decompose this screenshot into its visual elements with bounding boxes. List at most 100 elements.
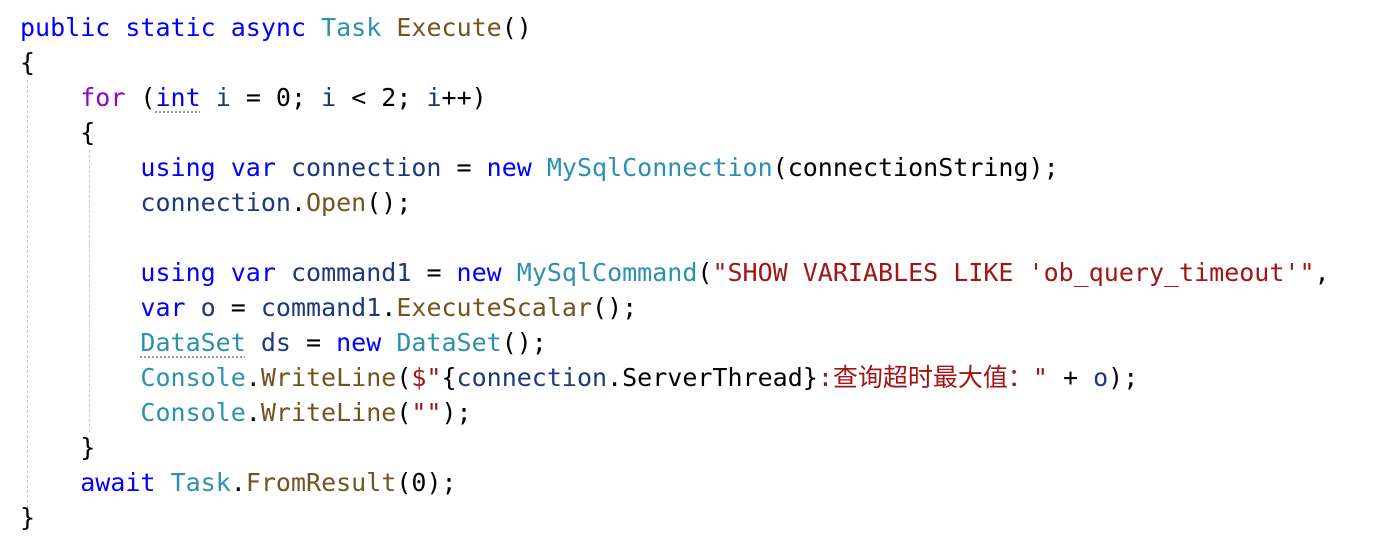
code-token-plain: . <box>245 398 261 427</box>
code-line-6[interactable]: connection.Open(); <box>20 185 411 220</box>
code-token-plain: = 0; <box>230 83 322 112</box>
code-token-plain <box>306 13 321 42</box>
code-token-plain <box>276 153 291 182</box>
code-token-plain <box>502 258 517 287</box>
code-token-identifier: ds <box>260 328 291 357</box>
code-token-plain <box>20 258 140 287</box>
code-token-method: WriteLine <box>260 363 397 392</box>
code-token-plain <box>216 153 231 182</box>
code-token-keyword: new <box>456 258 502 287</box>
code-line-9[interactable]: var o = command1.ExecuteScalar(); <box>20 290 637 325</box>
code-token-plain <box>216 13 231 42</box>
code-token-keyword: await <box>80 468 156 497</box>
code-token-plain: , <box>1314 258 1330 287</box>
code-token-method: WriteLine <box>260 398 397 427</box>
code-token-identifier: o <box>200 293 216 322</box>
code-token-keyword: var <box>230 153 276 182</box>
code-token-plain: = <box>441 153 487 182</box>
code-token-plain: } <box>20 433 96 462</box>
code-line-5[interactable]: using var connection = new MySqlConnecti… <box>20 150 1059 185</box>
code-token-plain: ( <box>697 258 713 287</box>
code-token-plain: { <box>441 363 457 392</box>
code-token-plain: ( <box>396 363 412 392</box>
code-token-keyword: static <box>125 13 216 42</box>
code-token-plain: ); <box>1028 153 1059 182</box>
code-token-plain: { <box>20 48 36 77</box>
code-token-string: $" <box>411 363 442 392</box>
code-token-plain: (); <box>366 188 412 217</box>
code-token-identifier: connection <box>140 188 291 217</box>
code-token-plain <box>186 293 201 322</box>
code-token-plain: . <box>381 293 397 322</box>
code-token-string: "SHOW VARIABLES LIKE 'ob_query_timeout'" <box>712 258 1315 287</box>
code-token-type: Console <box>140 363 246 392</box>
code-token-plain <box>110 13 125 42</box>
indent-guide-loop <box>89 150 90 432</box>
code-line-8[interactable]: using var command1 = new MySqlCommand("S… <box>20 255 1330 290</box>
code-token-plain <box>532 153 547 182</box>
code-token-identifier: connection <box>290 153 442 182</box>
code-line-4[interactable]: { <box>20 115 95 150</box>
code-token-keyword: var <box>140 293 186 322</box>
code-token-identifier: command1 <box>260 293 382 322</box>
code-line-14[interactable]: await Task.FromResult(0); <box>20 465 457 500</box>
code-token-plain: ); <box>441 398 472 427</box>
code-token-plain <box>216 258 231 287</box>
code-token-plain <box>381 328 396 357</box>
code-token-type: Task <box>321 13 382 42</box>
code-token-type: Console <box>140 398 246 427</box>
code-token-plain: . <box>290 188 306 217</box>
code-token-plain: < 2; <box>336 83 427 112</box>
code-line-2[interactable]: { <box>20 45 35 80</box>
code-token-plain <box>155 468 170 497</box>
code-token-method: Execute <box>396 13 502 42</box>
code-token-plain: . <box>607 363 623 392</box>
code-token-identifier: o <box>1093 363 1109 392</box>
code-token-plain: = <box>290 328 337 357</box>
code-token-identifier: i <box>321 83 337 112</box>
code-token-string: "" <box>411 398 442 427</box>
code-token-keyword: using <box>140 153 216 182</box>
code-token-plain <box>20 328 140 357</box>
code-token-keyword: async <box>230 13 307 42</box>
code-line-15[interactable]: } <box>20 500 35 535</box>
code-token-keyword: int <box>155 83 201 112</box>
code-token-plain <box>276 258 291 287</box>
code-token-method: ExecuteScalar <box>396 293 593 322</box>
code-token-keyword: new <box>336 328 382 357</box>
code-token-keyword: public <box>20 13 111 42</box>
code-token-plain <box>201 83 216 112</box>
code-token-type: Task <box>170 468 231 497</box>
code-token-plain: } <box>802 363 818 392</box>
code-line-3[interactable]: for (int i = 0; i < 2; i++) <box>20 80 486 115</box>
code-token-identifier: i <box>215 83 231 112</box>
indent-guide-method <box>27 80 28 508</box>
code-token-type: MySqlConnection <box>546 153 773 182</box>
code-line-10[interactable]: DataSet ds = new DataSet(); <box>20 325 546 360</box>
code-token-control: for <box>80 83 126 112</box>
code-token-plain: ServerThread <box>622 363 803 392</box>
code-line-12[interactable]: Console.WriteLine(""); <box>20 395 472 430</box>
code-token-plain <box>20 398 140 427</box>
code-token-plain: connectionString <box>787 153 1029 182</box>
code-token-method: FromResult <box>245 468 397 497</box>
code-token-plain: = <box>411 258 457 287</box>
code-token-plain: . <box>230 468 246 497</box>
code-token-type: MySqlCommand <box>516 258 698 287</box>
code-token-plain: (0); <box>396 468 457 497</box>
code-token-plain <box>20 188 140 217</box>
code-token-plain: . <box>245 363 261 392</box>
code-token-plain: () <box>501 13 532 42</box>
code-token-plain <box>20 153 140 182</box>
code-token-string: :查询超时最大值：" <box>817 363 1048 392</box>
code-token-keyword: var <box>230 258 276 287</box>
code-token-plain: (); <box>592 293 638 322</box>
code-line-13[interactable]: } <box>20 430 95 465</box>
code-line-11[interactable]: Console.WriteLine($"{connection.ServerTh… <box>20 360 1138 395</box>
code-token-type: DataSet <box>396 328 502 357</box>
code-line-1[interactable]: public static async Task Execute() <box>20 10 532 45</box>
code-token-keyword: using <box>140 258 216 287</box>
code-token-plain: { <box>20 118 96 147</box>
code-token-plain <box>246 328 261 357</box>
